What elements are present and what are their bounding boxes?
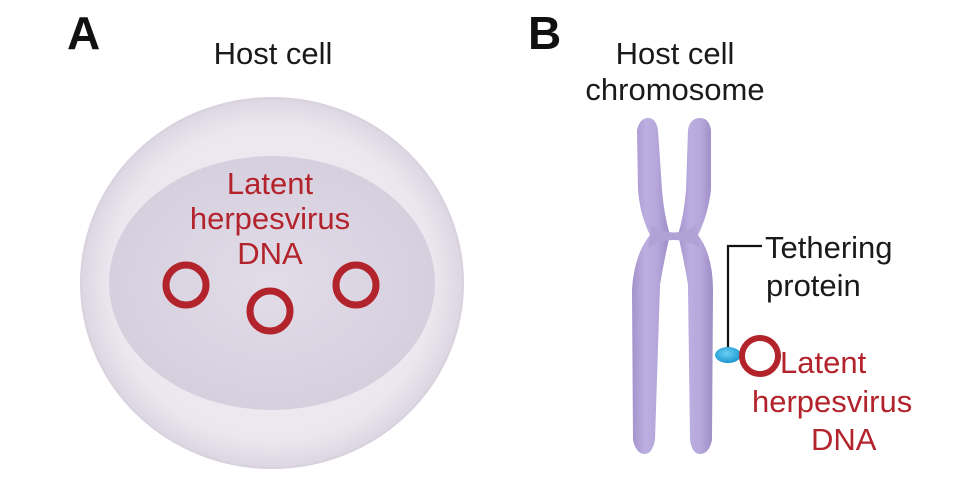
centromere: [648, 225, 700, 248]
dna-circle: [246, 287, 294, 335]
dna-label-b-line3: DNA: [811, 422, 877, 457]
dna-label-b-line1: Latent: [780, 345, 867, 380]
panel-label-a: A: [67, 7, 101, 59]
dna-circle: [162, 261, 210, 309]
tethering-protein: [715, 347, 741, 363]
panel-label-b: B: [528, 7, 562, 59]
chromosome: [632, 118, 713, 454]
dna-label-a-line1: Latent: [226, 166, 314, 201]
host-cell: [80, 97, 464, 469]
panel-a-title: Host cell: [213, 36, 333, 71]
dna-label-b-line2: herpesvirus: [752, 384, 913, 419]
cell-nucleus: [109, 156, 435, 410]
chromatid-left: [632, 118, 670, 454]
dna-label-a-line3: DNA: [237, 236, 303, 271]
tether-label-line2: protein: [766, 268, 861, 303]
dna-circle: [332, 261, 380, 309]
tether-label-line1: Tethering: [765, 230, 893, 265]
chromatid-right: [678, 118, 713, 454]
latent-dna-circles-a: [162, 261, 380, 335]
panel-b-title-line2: chromosome: [585, 72, 765, 107]
dna-circle-attached: [739, 335, 781, 377]
dna-label-a-line2: herpesvirus: [189, 201, 351, 236]
tether-leader-line: [726, 244, 762, 350]
panel-b-title-line1: Host cell: [615, 36, 735, 71]
